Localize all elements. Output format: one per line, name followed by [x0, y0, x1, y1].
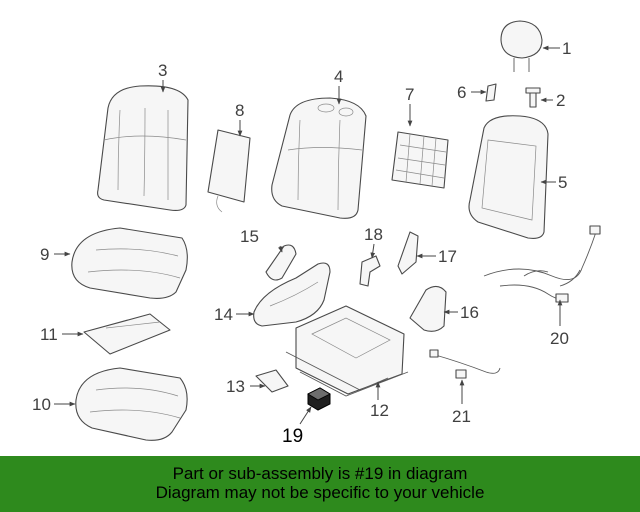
seat-parts-diagram: 1 2 3 4 5 6 7 8 9 10 11 12 13 14 15 16 1…	[32, 20, 601, 447]
part-11-heater-mat[interactable]	[83, 313, 171, 355]
callout-15: 15	[240, 227, 259, 246]
callout-3: 3	[158, 61, 167, 80]
part-8-back-panel[interactable]	[207, 129, 251, 213]
info-banner: Part or sub-assembly is #19 in diagram D…	[0, 456, 640, 512]
callout-4: 4	[334, 67, 343, 86]
callout-20: 20	[550, 329, 569, 348]
callout-11: 11	[40, 325, 58, 344]
callout-13: 13	[226, 377, 245, 396]
callout-17: 17	[438, 247, 457, 266]
part-20-wire-harness[interactable]	[483, 225, 601, 303]
callout-8: 8	[235, 101, 244, 120]
part-21-wire[interactable]	[429, 349, 501, 379]
part-18-bracket[interactable]	[359, 255, 381, 287]
part-10-cushion-pad[interactable]	[75, 367, 188, 441]
part-14-side-shield[interactable]	[253, 262, 331, 327]
part-4-seatback-pad[interactable]	[271, 97, 367, 219]
callout-19: 19	[282, 426, 303, 447]
callout-14: 14	[214, 305, 233, 324]
callout-12: 12	[370, 401, 389, 420]
callout-10: 10	[32, 395, 51, 414]
part-9-cushion-cover[interactable]	[71, 227, 188, 299]
banner-line-disclaimer: Diagram may not be specific to your vehi…	[155, 483, 485, 502]
callout-18: 18	[364, 225, 383, 244]
callout-1: 1	[562, 39, 571, 58]
part-2-guide[interactable]	[525, 87, 541, 108]
callout-leaders	[54, 45, 563, 425]
callout-7: 7	[405, 85, 414, 104]
callout-5: 5	[558, 173, 567, 192]
callout-9: 9	[40, 245, 49, 264]
part-16-cover[interactable]	[409, 285, 447, 332]
callout-16: 16	[460, 303, 479, 322]
banner-line-part: Part or sub-assembly is #19 in diagram	[172, 464, 468, 483]
callout-6: 6	[457, 83, 466, 102]
part-13-bracket[interactable]	[255, 369, 289, 393]
part-3-seatback-cover[interactable]	[97, 85, 189, 211]
part-1-headrest[interactable]	[500, 20, 543, 72]
part-19-highlighted[interactable]	[307, 387, 331, 411]
part-5-seatback-frame[interactable]	[468, 115, 549, 239]
callout-labels: 1 2 3 4 5 6 7 8 9 10 11 12 13 14 15 16 1…	[32, 39, 571, 447]
part-15-knob[interactable]	[265, 244, 297, 281]
callout-21: 21	[452, 407, 471, 426]
part-6-clip[interactable]	[485, 83, 497, 102]
callout-2: 2	[556, 91, 565, 110]
part-7-spring-assembly[interactable]	[391, 131, 449, 189]
part-17-trim[interactable]	[397, 231, 419, 275]
